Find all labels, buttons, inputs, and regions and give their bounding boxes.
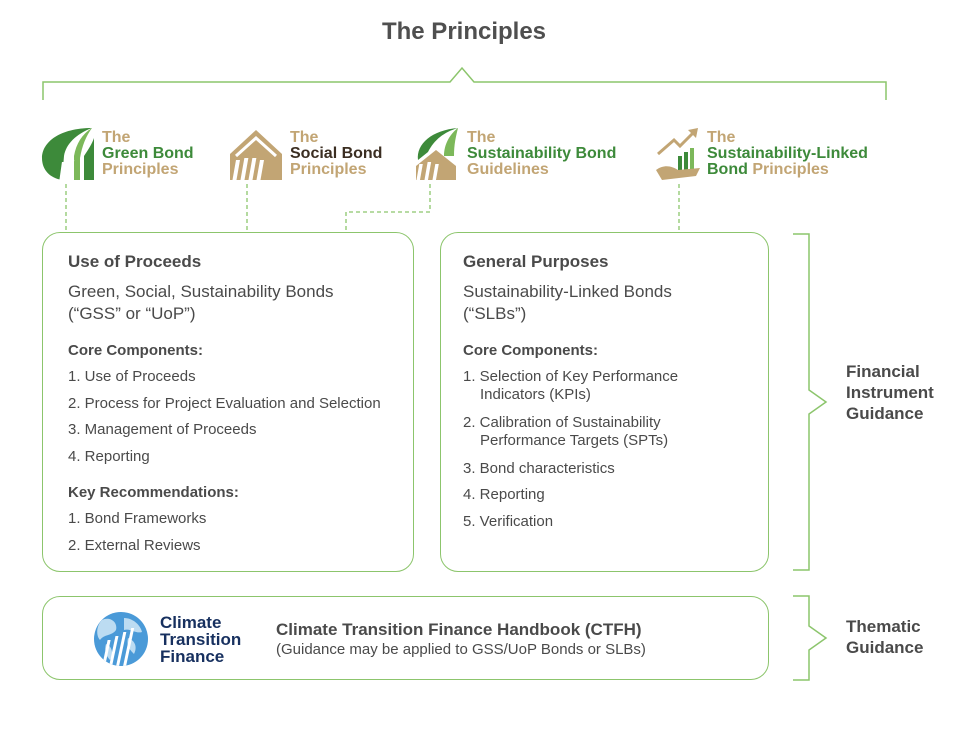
social-bond-logo-icon — [230, 130, 282, 180]
slb-logo-icon — [656, 128, 700, 180]
gp-core-heading: Core Components: — [463, 342, 598, 359]
ctf-logo-text: Climate Transition Finance — [160, 613, 242, 666]
thematic-guidance-label: Thematic Guidance — [846, 617, 924, 657]
gp-core-item-cont: Performance Targets (SPTs) — [480, 432, 669, 449]
sustainability-bond-logo-icon — [416, 128, 458, 180]
gp-core-item: 4. Reporting — [463, 486, 545, 503]
globe-logo-icon — [94, 612, 148, 666]
gp-core-item: 1. Selection of Key Performance — [463, 368, 679, 385]
page-title: The Principles — [381, 18, 547, 45]
slb-logo-text: The Sustainability-Linked Bond Principle… — [707, 129, 868, 178]
uop-heading: Use of Proceeds — [68, 252, 202, 271]
green-bond-logo-text: The Green Bond Principles — [102, 129, 194, 178]
general-purposes-box — [440, 232, 769, 572]
gp-core-item-cont: Indicators (KPIs) — [480, 386, 591, 403]
uop-core-item: 3. Management of Proceeds — [68, 421, 257, 438]
top-bracket — [42, 66, 887, 100]
ctfh-box — [42, 596, 769, 680]
uop-subtitle-line2: (“GSS” or “UoP”) — [68, 304, 196, 323]
ctfh-title: Climate Transition Finance Handbook (CTF… — [276, 620, 642, 639]
financial-instrument-guidance-label: Financial Instrument Guidance — [846, 362, 934, 423]
sustainability-bond-logo-text: The Sustainability Bond Guidelines — [467, 129, 617, 178]
gp-heading: General Purposes — [463, 252, 609, 271]
gp-subtitle-line1: Sustainability-Linked Bonds — [463, 282, 672, 301]
uop-rec-item: 2. External Reviews — [68, 537, 201, 554]
thematic-bracket — [793, 595, 828, 681]
sustainability-bond-connector — [345, 184, 431, 232]
uop-core-item: 2. Process for Project Evaluation and Se… — [68, 395, 381, 412]
gp-core-item: 2. Calibration of Sustainability — [463, 414, 661, 431]
uop-rec-heading: Key Recommendations: — [68, 484, 239, 501]
use-of-proceeds-box — [42, 232, 414, 572]
gp-core-item: 3. Bond characteristics — [463, 460, 615, 477]
uop-core-item: 1. Use of Proceeds — [68, 368, 196, 385]
financial-bracket — [793, 233, 828, 571]
uop-subtitle-line1: Green, Social, Sustainability Bonds — [68, 282, 334, 301]
uop-core-item: 4. Reporting — [68, 448, 150, 465]
gp-core-item: 5. Verification — [463, 513, 554, 530]
ctfh-subtitle: (Guidance may be applied to GSS/UoP Bond… — [276, 641, 646, 658]
uop-rec-item: 1. Bond Frameworks — [68, 510, 207, 527]
green-bond-logo-icon — [42, 128, 94, 180]
social-bond-logo-text: The Social Bond Principles — [290, 129, 383, 178]
gp-subtitle-line2: (“SLBs”) — [463, 304, 527, 323]
uop-core-heading: Core Components: — [68, 342, 203, 359]
